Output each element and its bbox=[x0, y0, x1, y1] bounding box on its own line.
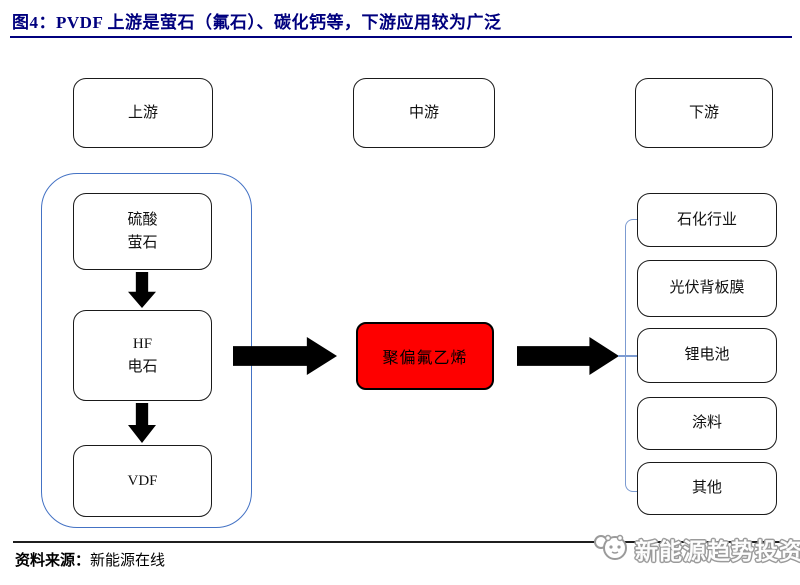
downstream-bracket-stub bbox=[618, 355, 637, 357]
brand-logo-icon bbox=[592, 529, 632, 568]
upstream-box-hf-carbide: HF 电石 bbox=[73, 310, 212, 401]
stage-header-downstream-label: 下游 bbox=[688, 104, 719, 121]
figure-title: 图4：PVDF 上游是萤石（氟石）、碳化钙等，下游应用较为广泛 bbox=[12, 13, 502, 32]
stage-header-downstream: 下游 bbox=[635, 78, 773, 148]
stage-header-midstream: 中游 bbox=[353, 78, 495, 148]
source-name: 新能源在线 bbox=[90, 553, 166, 569]
downstream-box-petrochemical: 石化行业 bbox=[637, 193, 777, 247]
downstream-label-4: 其他 bbox=[691, 480, 722, 497]
downstream-label-1: 光伏背板膜 bbox=[669, 280, 745, 297]
downstream-label-0: 石化行业 bbox=[676, 211, 737, 228]
product-box-pvdf: 聚偏氟乙烯 bbox=[356, 322, 494, 390]
upstream-box-sulfuric-fluorite: 硫酸 萤石 bbox=[73, 193, 212, 270]
downstream-label-3: 涂料 bbox=[691, 415, 722, 432]
downstream-box-lithium-battery: 锂电池 bbox=[637, 328, 777, 383]
downstream-box-others: 其他 bbox=[637, 462, 777, 515]
upstream-box1-line2: 萤石 bbox=[127, 234, 158, 251]
downstream-box-coatings: 涂料 bbox=[637, 397, 777, 450]
footer-divider bbox=[13, 541, 792, 543]
upstream-box3-line1: VDF bbox=[127, 472, 158, 489]
stage-header-upstream: 上游 bbox=[73, 78, 213, 148]
source-label: 资料来源： bbox=[15, 553, 91, 569]
title-underline bbox=[10, 36, 792, 38]
stage-header-upstream-label: 上游 bbox=[127, 104, 158, 121]
arrow-right-icon bbox=[517, 337, 619, 375]
upstream-box2-line2: 电石 bbox=[127, 358, 158, 375]
upstream-box1-line1: 硫酸 bbox=[127, 212, 158, 228]
downstream-box-pv-backsheet: 光伏背板膜 bbox=[637, 260, 777, 317]
downstream-label-2: 锂电池 bbox=[684, 347, 730, 364]
brand-watermark-text: 新能源趋势投资 bbox=[635, 538, 800, 564]
source-line: 资料来源：新能源在线 bbox=[15, 549, 165, 570]
product-label: 聚偏氟乙烯 bbox=[382, 350, 468, 367]
brand-watermark: 新能源趋势投资 bbox=[592, 529, 800, 568]
stage-header-midstream-label: 中游 bbox=[408, 104, 439, 121]
upstream-box2-line1: HF bbox=[132, 336, 153, 352]
upstream-box-vdf: VDF bbox=[73, 445, 212, 517]
